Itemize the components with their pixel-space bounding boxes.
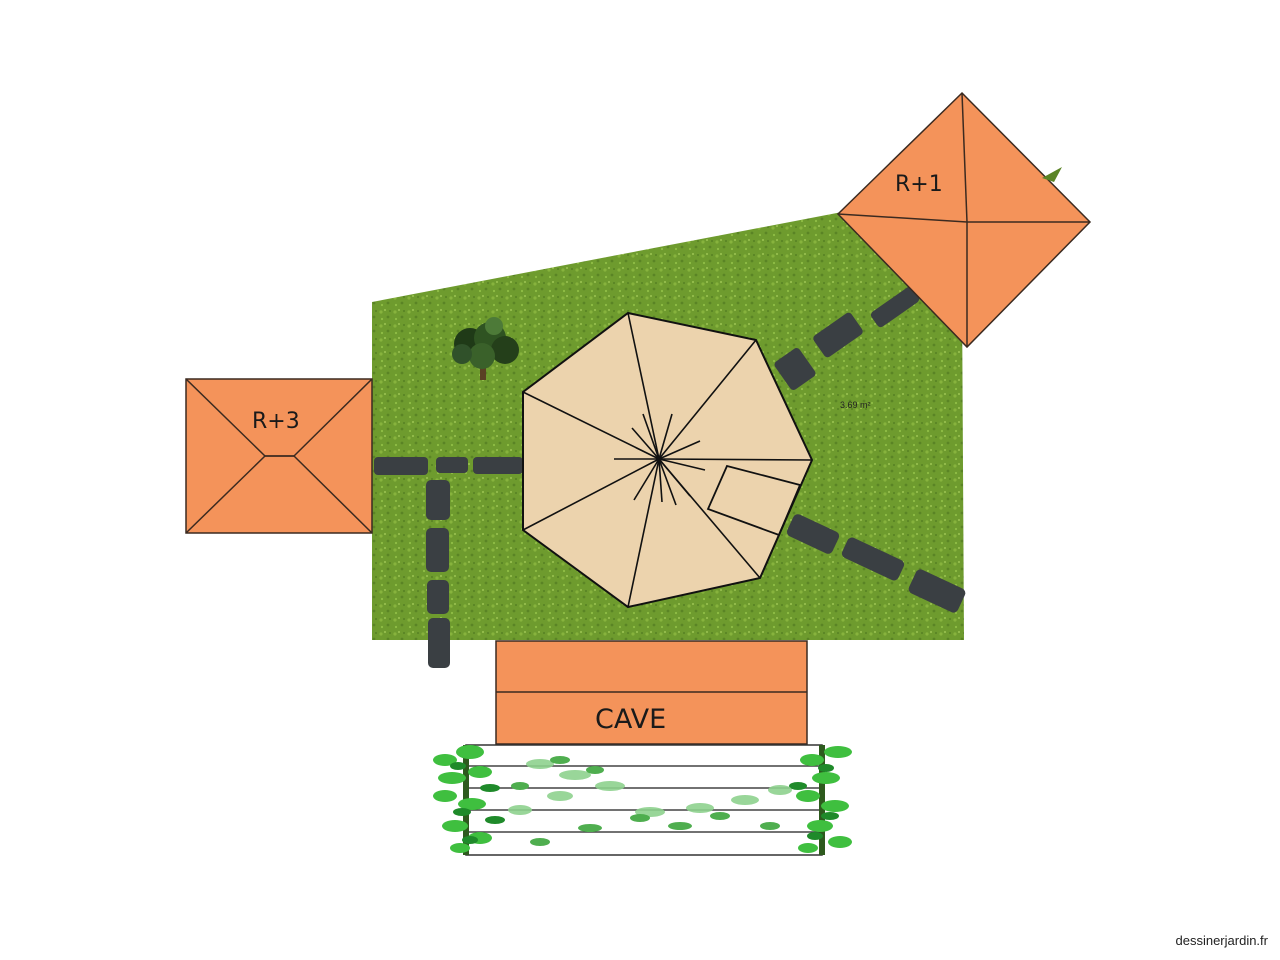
watermark: dessinerjardin.fr xyxy=(1175,933,1269,948)
tree-icon xyxy=(452,317,519,380)
building-r1 xyxy=(836,91,1092,349)
vine-leaves xyxy=(433,745,852,853)
building-r1-label: R+1 xyxy=(895,172,943,197)
building-cave xyxy=(495,640,808,745)
building-r3-label: R+3 xyxy=(252,409,300,434)
pergola-with-vines xyxy=(433,744,852,856)
stepping-stones xyxy=(374,286,966,668)
gazebo xyxy=(522,311,814,609)
building-cave-label: CAVE xyxy=(595,704,666,735)
building-r3 xyxy=(185,378,373,534)
gazebo-area-label: 3.69 m² xyxy=(840,400,871,410)
